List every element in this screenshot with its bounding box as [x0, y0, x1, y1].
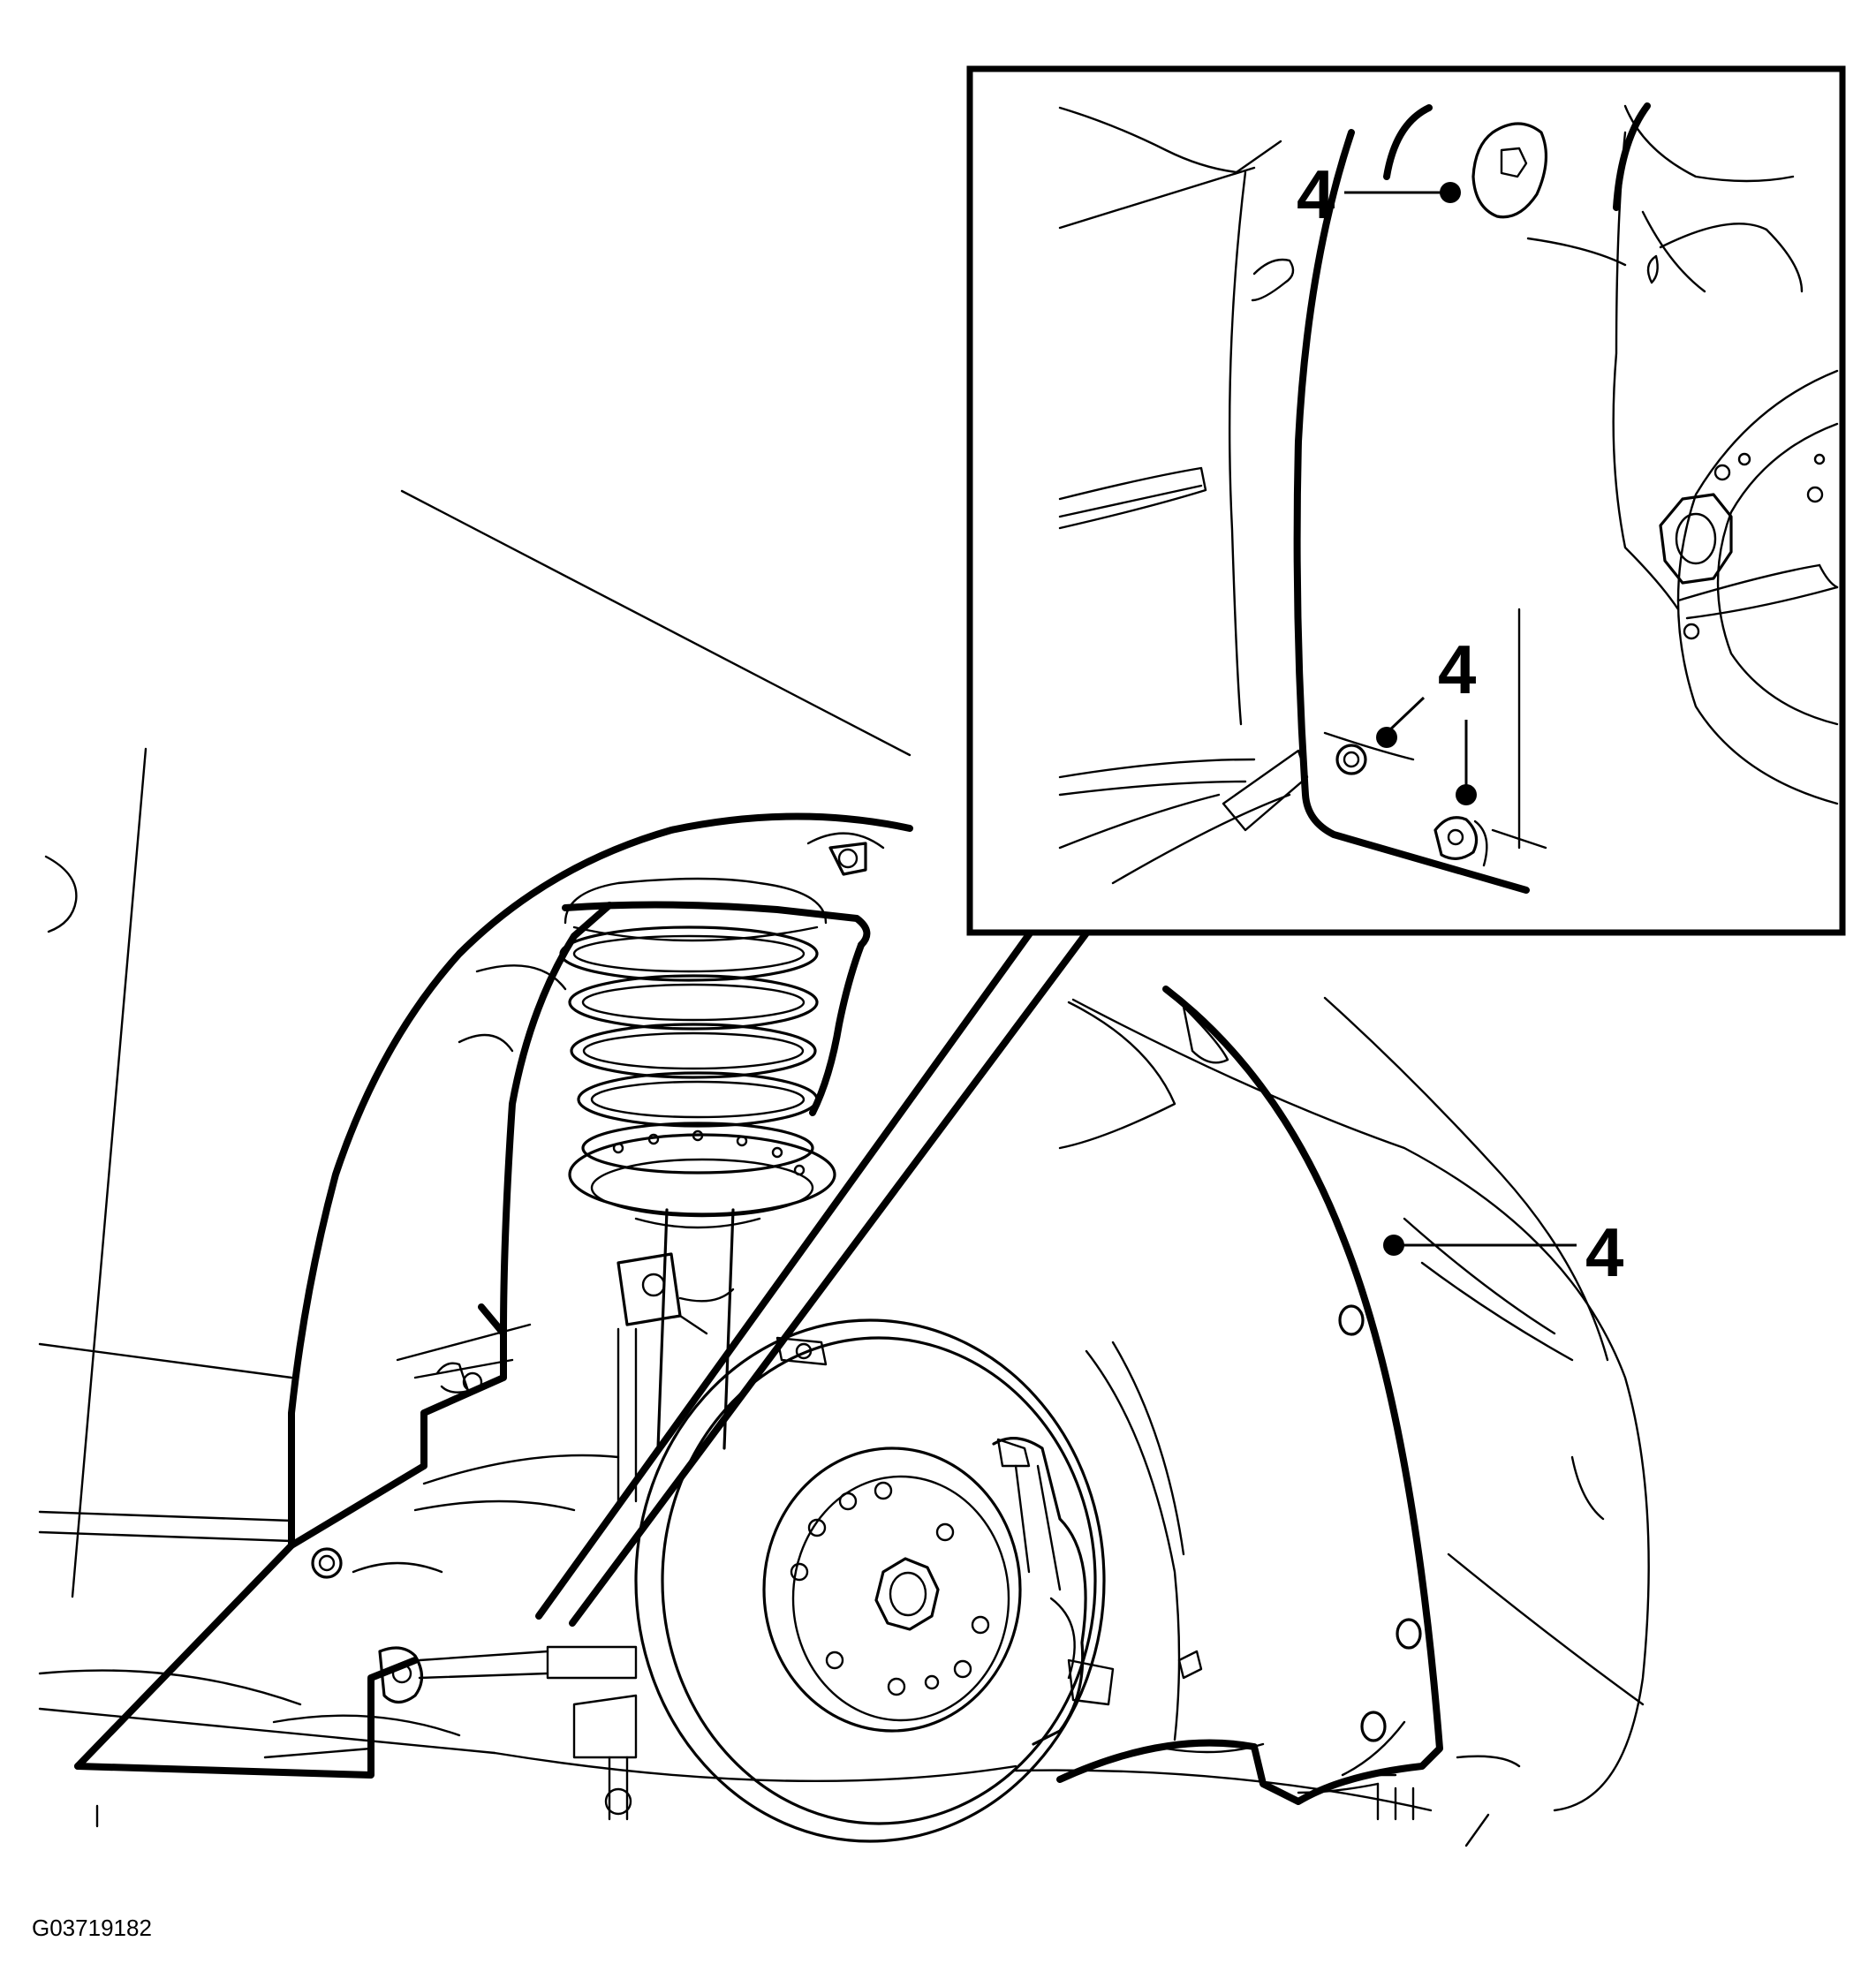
brake-rotor [634, 1318, 1115, 1843]
lug-holes [790, 1481, 990, 1696]
detail-inset [966, 65, 1846, 936]
tie-rod [263, 1645, 638, 1821]
splash-shield [1056, 986, 1443, 1805]
callout-main-right: 4 [1383, 1213, 1623, 1291]
inset-pointer [535, 927, 1092, 1627]
wheel-liner-left [74, 812, 913, 1779]
vehicle-body-lines [38, 489, 1650, 1847]
callout-inset-bottom: 4 [1376, 631, 1477, 805]
callout-label-main-right: 4 [1585, 1213, 1623, 1291]
figure-id-label: G03719182 [32, 1915, 152, 1941]
callout-label-inset-top: 4 [1297, 155, 1335, 233]
callout-inset-top: 4 [1297, 155, 1461, 233]
spring-seat-holes [612, 1129, 806, 1176]
strut-assembly [559, 877, 836, 1503]
callout-label-inset-bottom: 4 [1438, 631, 1476, 708]
